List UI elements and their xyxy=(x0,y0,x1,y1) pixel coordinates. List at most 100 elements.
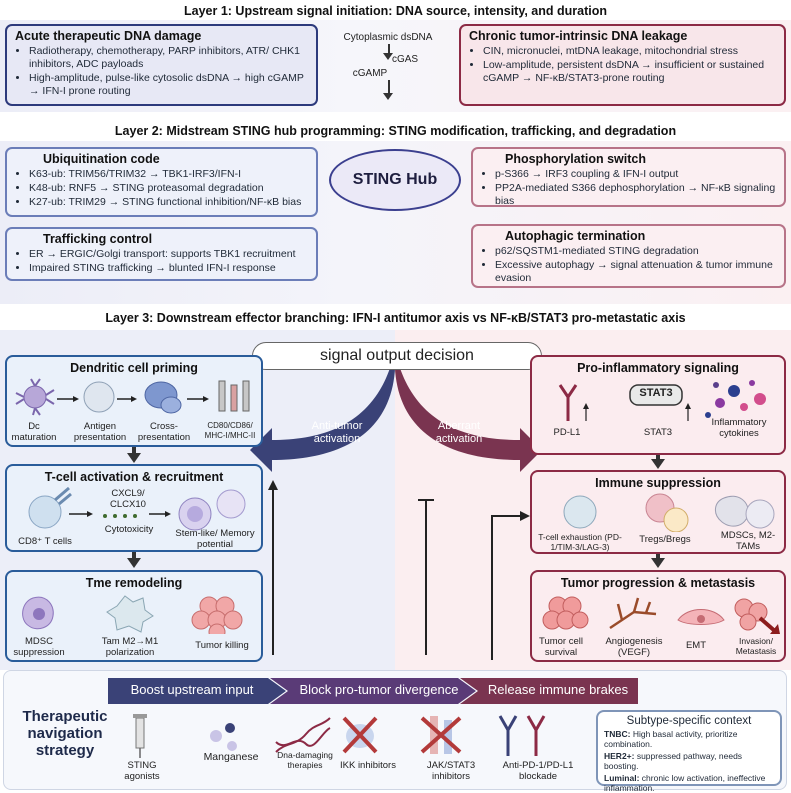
therapy-agent-icons xyxy=(133,714,546,758)
phosphorylation-title: Phosphorylation switch xyxy=(505,152,646,166)
dc-maturation-label: Dc maturation xyxy=(11,421,57,443)
invasion-label: Invasion/ Metastasis xyxy=(735,636,777,656)
dc-priming-title: Dendritic cell priming xyxy=(70,361,198,375)
ubiquitination-box: Ubiquitination code K63-ub: TRIM56/TRIM3… xyxy=(5,147,318,217)
context-value: suppressed pathway, needs boosting. xyxy=(604,751,743,771)
jak-stat3-inhibitor-icon xyxy=(420,716,462,754)
context-value: High basal activity, prioritize combinat… xyxy=(604,729,738,749)
cgamp-label: cGAMP xyxy=(352,68,388,79)
tumor-survival-label: Tumor cell survival xyxy=(539,636,583,658)
emt-label: EMT xyxy=(685,640,707,651)
context-value: chronic low activation, ineffective infl… xyxy=(604,773,766,793)
block-step-label: Block pro-tumor divergence xyxy=(299,682,459,697)
stat3-label: STAT3 xyxy=(643,427,673,438)
chronic-dna-leakage-box: Chronic tumor-intrinsic DNA leakage CIN,… xyxy=(459,24,786,106)
arrow-shaft xyxy=(132,552,136,560)
arrow-down-icon xyxy=(127,558,141,568)
sting-agonists-label: STING agonists xyxy=(124,760,160,782)
anti-tumor-arrow xyxy=(250,350,396,472)
autophagic-item: p62/SQSTM1-mediated STING degradation xyxy=(495,245,776,258)
anti-tumor-line1: Anti-tumor xyxy=(311,420,363,432)
ubiquitination-title: Ubiquitination code xyxy=(43,152,160,166)
jak-stat3-label: JAK/STAT3 inhibitors xyxy=(426,760,476,782)
progression-panel: Tumor progression & metastasis Tumor cel… xyxy=(530,570,786,662)
pdl1-label: PD-L1 xyxy=(553,427,581,438)
cd8-label: CD8⁺ T cells xyxy=(18,536,72,547)
proinflam-title: Pro-inflammatory signaling xyxy=(577,361,739,375)
tumor-cluster-icon xyxy=(191,596,243,634)
release-connector-head xyxy=(520,511,530,521)
ikk-inhibitor-icon xyxy=(342,716,378,754)
autophagic-title: Autophagic termination xyxy=(505,229,646,243)
arrow-shaft xyxy=(388,44,390,54)
stat3-badge-icon xyxy=(629,384,683,406)
sting-hub-label: STING Hub xyxy=(352,171,438,188)
dc-priming-panel: Dendritic cell priming Dc maturation Ant… xyxy=(5,355,263,447)
arrow-shaft xyxy=(656,455,660,461)
cd80-label: CD80/CD86/ MHC-I/MHC-II xyxy=(204,421,256,440)
trafficking-item: Impaired STING trafficking → blunted IFN… xyxy=(29,262,308,275)
pdl1-icon xyxy=(558,384,578,421)
boost-step-label: Boost upstream input xyxy=(130,682,254,697)
antigen-presentation-label: Antigen presentation xyxy=(73,421,127,443)
tme-panel: Tme remodeling MDSC suppression Tam M2→M… xyxy=(5,570,263,662)
tme-title: Tme remodeling xyxy=(85,576,183,590)
tcell-title: T-cell activation & recruitment xyxy=(44,470,224,484)
chronic-item: CIN, micronuclei, mtDNA leakage, mitocho… xyxy=(483,45,776,58)
mdsc-m2-icon xyxy=(715,495,749,527)
angiogenesis-icon xyxy=(609,597,657,630)
cytokines-label: Inflammatory cytokines xyxy=(711,417,767,439)
dc-priming-icons xyxy=(15,378,250,416)
cd8-cell-icon xyxy=(28,495,62,529)
trafficking-box: Trafficking control ER → ERGIC/Golgi tra… xyxy=(5,227,318,281)
branching-arrows xyxy=(250,350,542,660)
therapy-steps-arrows xyxy=(108,678,638,704)
ubiquitination-item: K63-ub: TRIM56/TRIM32 → TBK1-IRF3/IFN-I xyxy=(29,168,308,181)
decision-label: signal output decision xyxy=(320,347,474,364)
cytotoxicity-label: Cytotoxicity xyxy=(104,524,154,535)
autophagic-box: Autophagic termination p62/SQSTM1-mediat… xyxy=(471,224,786,288)
manganese-icon xyxy=(210,723,237,751)
chronic-dna-leakage-title: Chronic tumor-intrinsic DNA leakage xyxy=(469,29,688,43)
cxcl9-label: CXCL9/ CLCX10 xyxy=(110,488,146,510)
tam-icon xyxy=(106,595,154,633)
tregs-bregs-label: Tregs/Bregs xyxy=(639,534,691,545)
tcell-icons xyxy=(28,486,246,531)
memory-label: Stem-like/ Memory potential xyxy=(175,528,255,550)
cytotoxicity-dots-icon xyxy=(103,514,137,518)
arrow-down-icon xyxy=(383,93,393,100)
context-key: TNBC: xyxy=(604,729,631,739)
acute-item: High-amplitude, pulse-like cytosolic dsD… xyxy=(29,72,308,98)
ubiquitination-item: K27-ub: TRIM29 → STING functional inhibi… xyxy=(29,196,308,209)
sting-hub-ellipse: STING Hub xyxy=(329,149,461,211)
trafficking-title: Trafficking control xyxy=(43,232,153,246)
tcell-panel: T-cell activation & recruitment CXCL9/ C… xyxy=(5,464,263,552)
invasion-icon xyxy=(734,598,768,631)
cytoplasmic-dsdna-label: Cytoplasmic dsDNA xyxy=(343,32,433,43)
proinflam-panel: Pro-inflammatory signaling STAT3 PD-L1 S… xyxy=(530,355,786,455)
layer3-title: Layer 3: Downstream effector branching: … xyxy=(105,311,686,325)
boost-step-shape xyxy=(108,678,286,704)
anti-tumor-line2: activation xyxy=(313,433,361,445)
mdscs-tams-label: MDSCs, M2-TAMs xyxy=(720,530,776,552)
immune-suppression-icons xyxy=(563,493,775,532)
decision-pill: signal output decision xyxy=(252,342,542,370)
block-step-shape xyxy=(270,678,476,704)
proinflam-icons xyxy=(558,380,766,421)
dna-icon xyxy=(275,717,331,753)
ubiquitination-item: K48-ub: RNF5 → STING proteasomal degrada… xyxy=(29,182,308,195)
aberrant-line1: Aberrant xyxy=(437,420,481,432)
tcell-exhaustion-label: T-cell exhaustion (PD-1/TIM-3/LAG-3) xyxy=(538,532,622,552)
antigen-cell-icon xyxy=(83,381,115,413)
dendritic-cell-icon xyxy=(15,378,55,416)
immune-suppression-title: Immune suppression xyxy=(595,476,721,490)
phosphorylation-box: Phosphorylation switch p-S366 → IRF3 cou… xyxy=(471,147,786,207)
release-step-label: Release immune brakes xyxy=(487,682,629,697)
arrow-down-icon xyxy=(651,459,665,469)
anti-tumor-label: Anti-tumor activation xyxy=(302,420,372,446)
cytokines-icon xyxy=(705,380,766,418)
acute-item: Radiotherapy, chemotherapy, PARP inhibit… xyxy=(29,45,308,71)
progression-title: Tumor progression & metastasis xyxy=(560,576,756,590)
context-key: Luminal: xyxy=(604,773,640,783)
aberrant-arrow xyxy=(394,350,542,472)
